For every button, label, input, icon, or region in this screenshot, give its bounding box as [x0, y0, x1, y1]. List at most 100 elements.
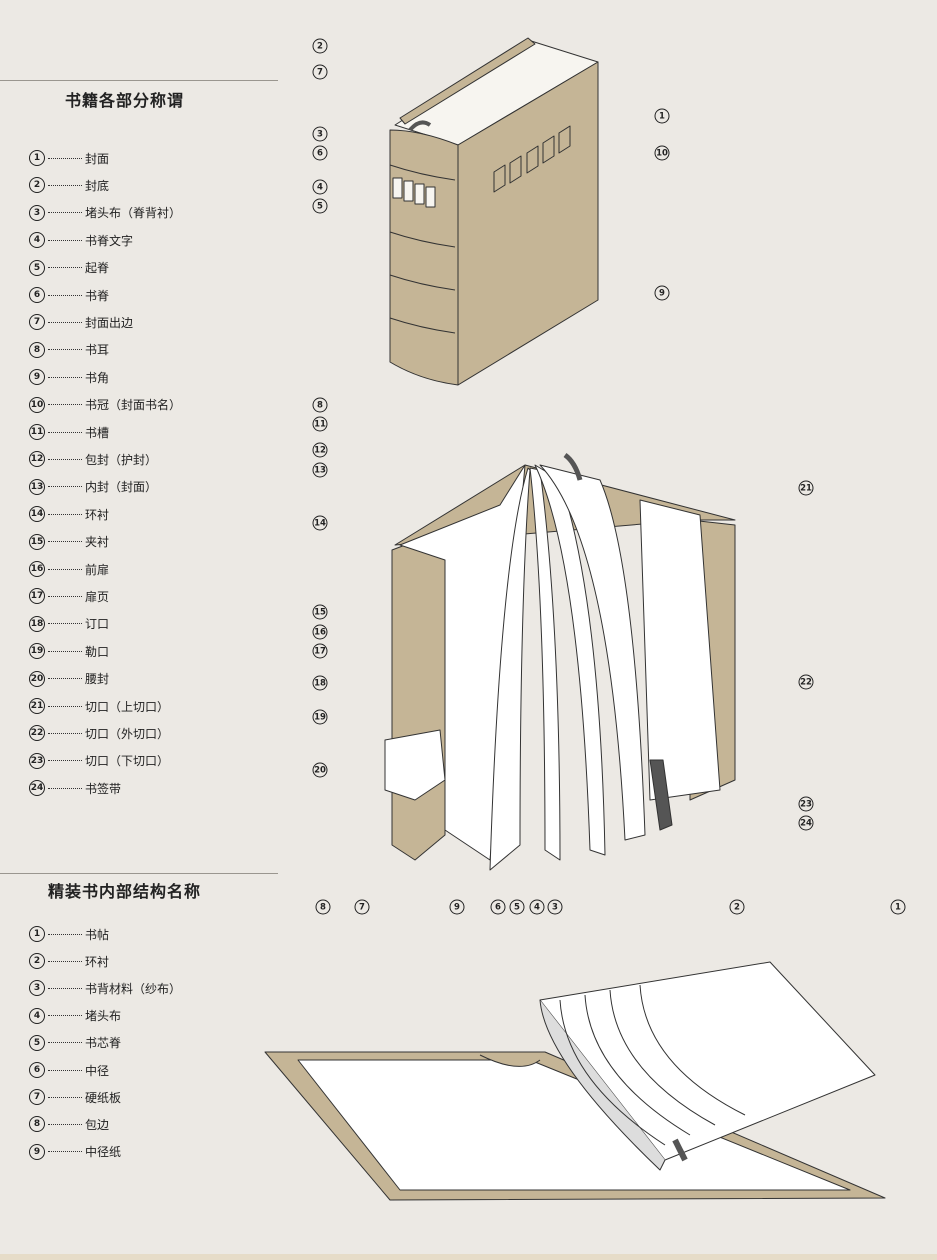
- dotted-leader: [48, 239, 82, 241]
- part-label: 夹衬: [85, 535, 110, 550]
- callout-open-book: 20: [312, 762, 328, 778]
- part-label: 书帖: [85, 927, 110, 942]
- dotted-leader: [48, 987, 82, 989]
- part-label: 书冠（封面书名）: [85, 398, 182, 413]
- number-badge: 22: [29, 725, 45, 742]
- part-label: 腰封: [85, 672, 110, 687]
- section2-title: 精装书内部结构名称: [48, 882, 202, 901]
- list-item: 9 中径纸: [29, 1143, 121, 1161]
- part-label: 前扉: [85, 562, 110, 577]
- section-divider: [0, 873, 278, 874]
- part-label: 封底: [85, 178, 110, 193]
- dotted-leader: [48, 157, 82, 159]
- bottom-bar: [0, 1254, 937, 1260]
- number-badge: 5: [29, 259, 45, 276]
- callout-open-book: 21: [798, 480, 814, 496]
- number-badge: 5: [29, 1034, 45, 1051]
- list-item: 8 书耳: [29, 341, 109, 359]
- number-badge: 7: [29, 1089, 45, 1106]
- callout-open-book: 18: [312, 675, 328, 691]
- callout-closed-book: 3: [312, 126, 328, 142]
- part-label: 书槽: [85, 425, 110, 440]
- callout-closed-book: 6: [312, 145, 328, 161]
- callout-open-book: 22: [798, 674, 814, 690]
- number-badge: 17: [29, 588, 45, 605]
- dotted-leader: [48, 787, 82, 789]
- part-label: 封面: [85, 151, 110, 166]
- dotted-leader: [48, 349, 82, 351]
- part-label: 书签带: [85, 781, 122, 796]
- dotted-leader: [48, 294, 82, 296]
- dotted-leader: [48, 705, 82, 707]
- list-item: 11 书槽: [29, 423, 109, 441]
- callout-internal: 7: [354, 899, 370, 915]
- number-badge: 2: [29, 953, 45, 970]
- section-divider: [0, 80, 278, 81]
- callout-internal: 4: [529, 899, 545, 915]
- part-label: 书耳: [85, 343, 110, 358]
- number-badge: 6: [29, 287, 45, 303]
- list-item: 5 起脊: [29, 259, 109, 277]
- number-badge: 8: [29, 1116, 45, 1133]
- part-label: 书角: [85, 370, 110, 385]
- list-item: 10 书冠（封面书名）: [29, 396, 181, 414]
- list-item: 1 书帖: [29, 925, 109, 943]
- number-badge: 21: [29, 698, 45, 714]
- dotted-leader: [48, 568, 82, 570]
- number-badge: 1: [29, 926, 45, 942]
- dotted-leader: [48, 321, 82, 323]
- number-badge: 11: [29, 424, 45, 440]
- callout-open-book: 24: [798, 815, 814, 831]
- number-badge: 9: [29, 1143, 45, 1160]
- number-badge: 10: [29, 396, 45, 413]
- dotted-leader: [48, 1069, 82, 1071]
- number-badge: 9: [29, 369, 45, 386]
- part-label: 中径纸: [85, 1145, 122, 1160]
- closed-book-illustration: [389, 37, 599, 386]
- part-label: 书芯脊: [85, 1036, 122, 1051]
- callout-internal: 5: [509, 899, 525, 915]
- section1-title: 书籍各部分称谓: [65, 91, 185, 110]
- number-badge: 8: [29, 341, 45, 358]
- callout-internal: 8: [315, 899, 331, 915]
- number-badge: 2: [29, 177, 45, 194]
- dotted-leader: [48, 1096, 82, 1098]
- callout-closed-book: 11: [312, 416, 328, 432]
- number-badge: 7: [29, 314, 45, 331]
- part-label: 订口: [85, 617, 110, 632]
- callout-open-book: 14: [312, 515, 328, 531]
- number-badge: 16: [29, 561, 45, 577]
- callout-closed-book: 2: [312, 38, 328, 54]
- dotted-leader: [48, 513, 82, 515]
- open-book-illustration: [384, 452, 736, 871]
- part-label: 起脊: [85, 261, 110, 276]
- number-badge: 4: [29, 232, 45, 249]
- list-item: 7 硬纸板: [29, 1088, 121, 1106]
- part-label: 切口（外切口）: [85, 726, 170, 741]
- callout-closed-book: 9: [654, 285, 670, 301]
- part-label: 书脊文字: [85, 233, 134, 248]
- callout-closed-book: 7: [312, 64, 328, 80]
- callout-closed-book: 5: [312, 198, 328, 214]
- part-label: 切口（下切口）: [85, 754, 170, 769]
- callout-closed-book: 10: [654, 145, 670, 161]
- list-item: 9 书角: [29, 368, 109, 386]
- part-label: 硬纸板: [85, 1090, 122, 1105]
- callout-open-book: 12: [312, 442, 328, 458]
- callout-open-book: 23: [798, 796, 814, 812]
- number-badge: 14: [29, 506, 45, 523]
- callout-internal: 1: [890, 899, 906, 915]
- callout-internal: 3: [547, 899, 563, 915]
